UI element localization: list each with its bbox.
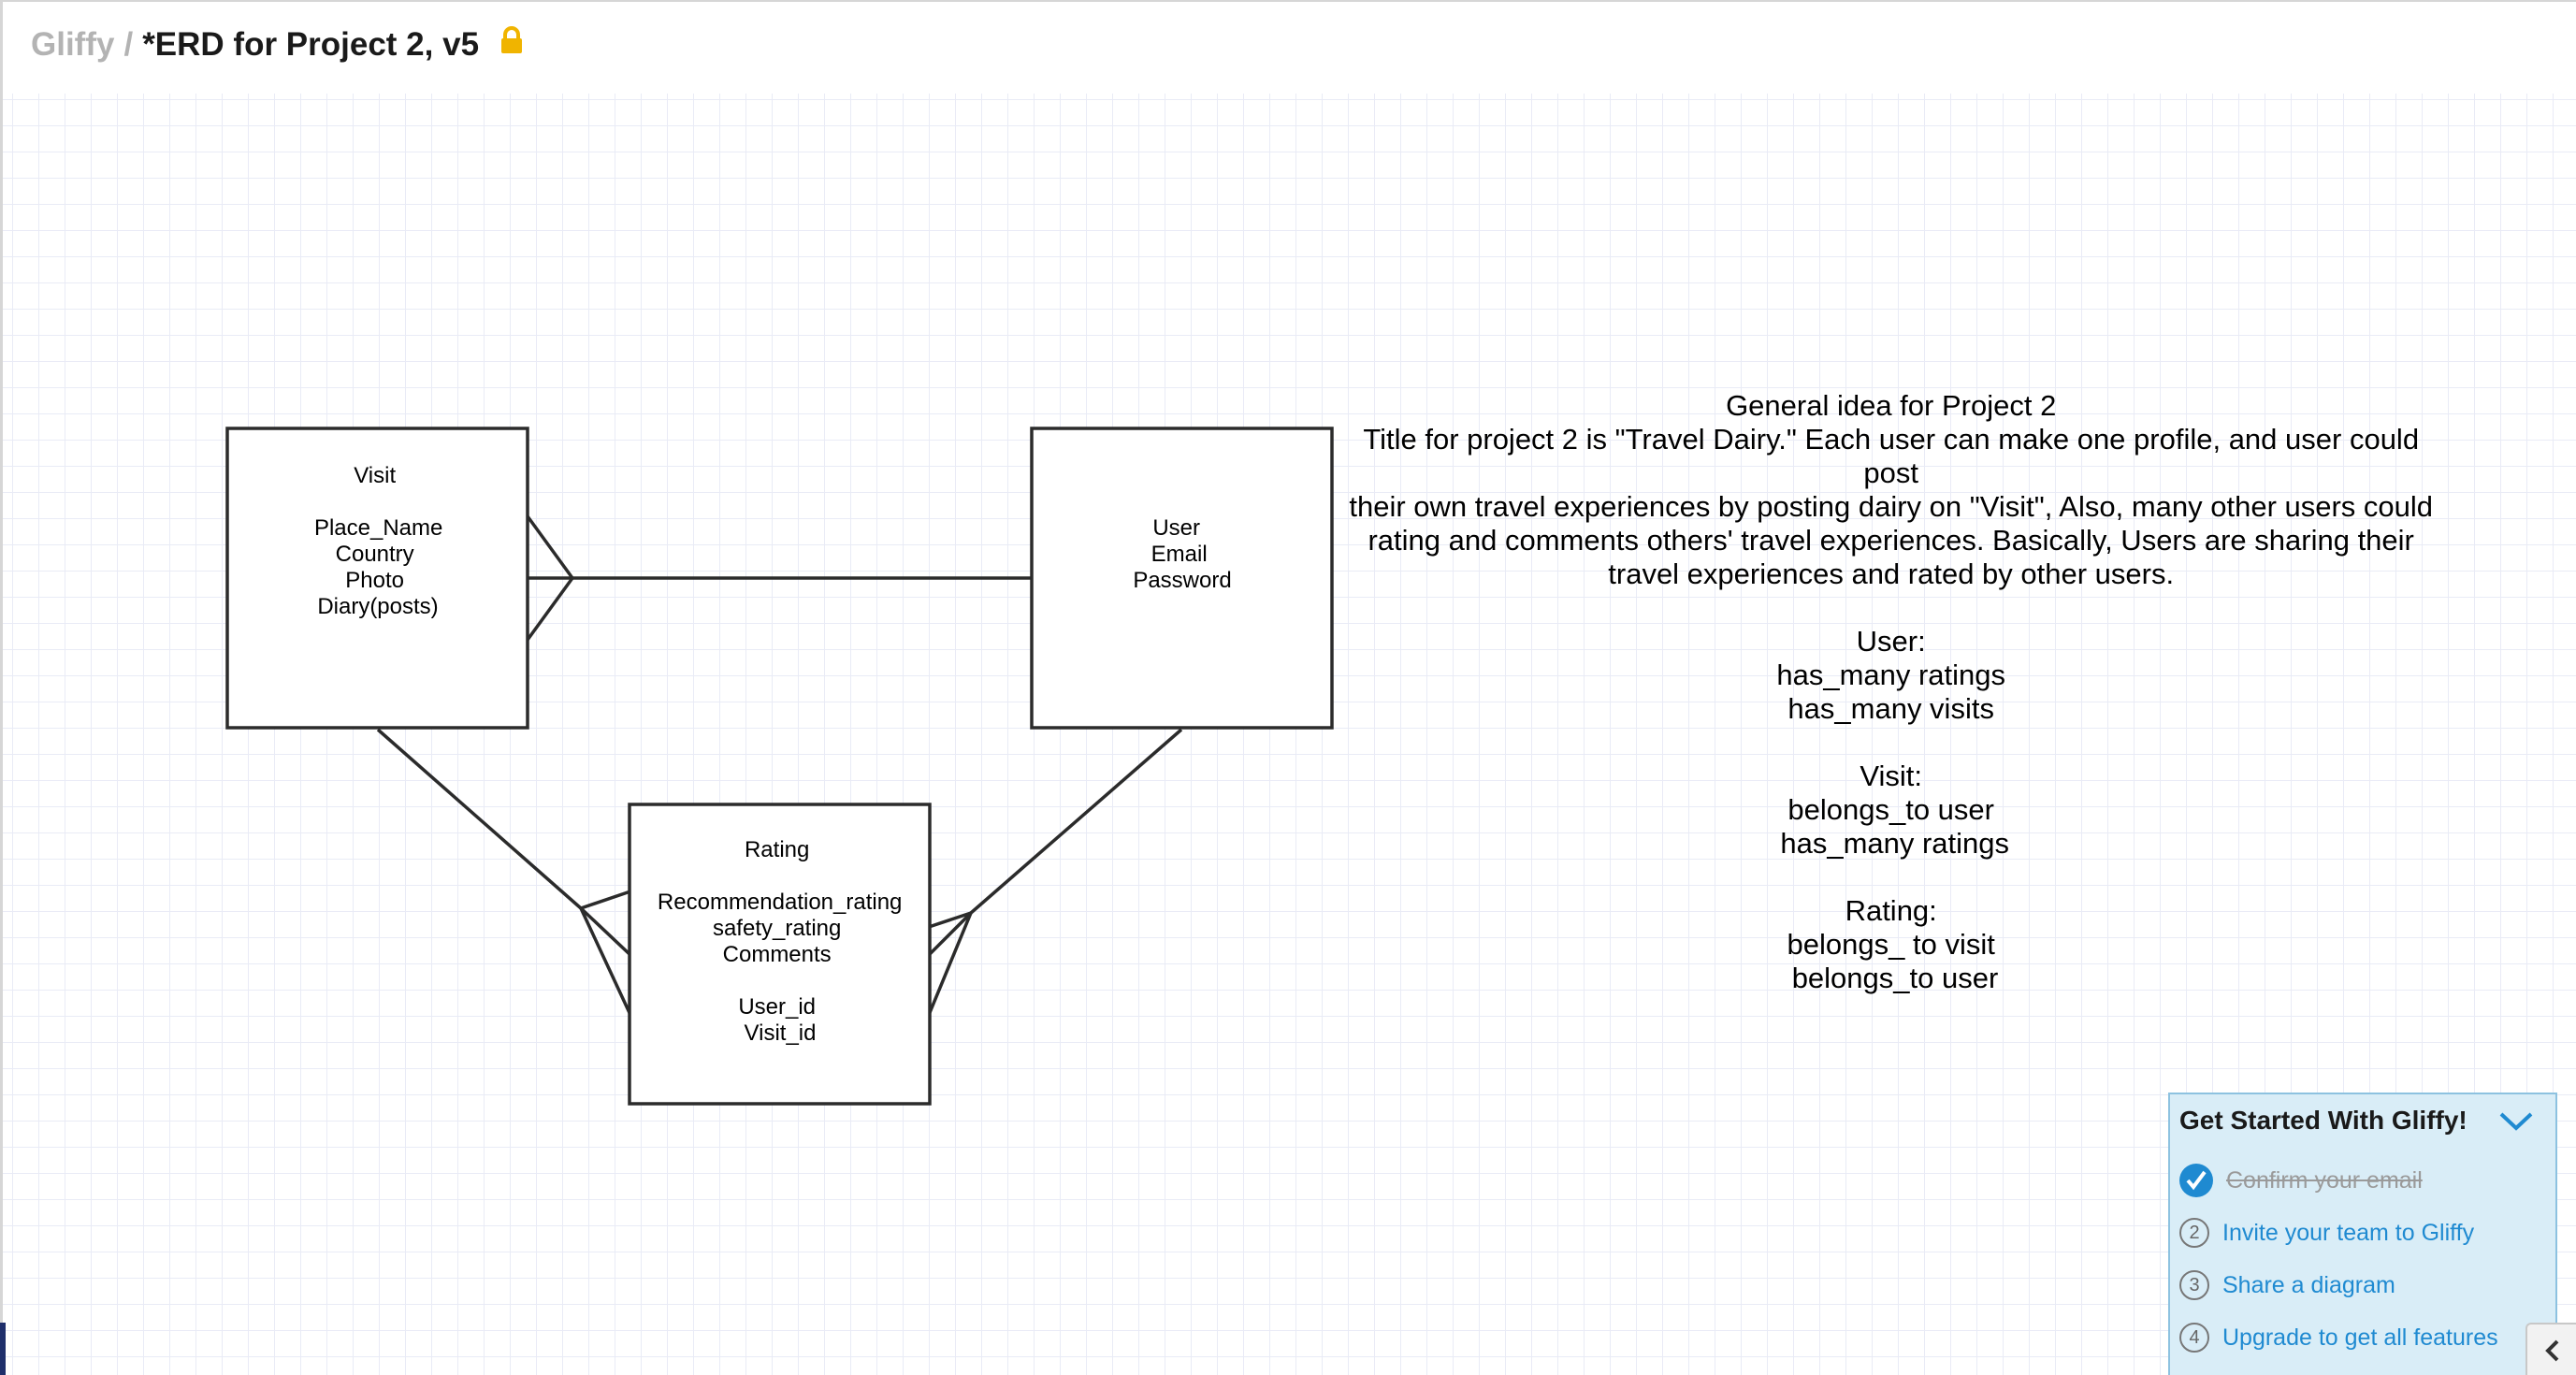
entity-rating-line: User_id (738, 994, 816, 1020)
connector-visit-rating[interactable] (376, 728, 583, 910)
get-started-item-label: Confirm your email (2226, 1166, 2423, 1194)
header: Gliffy/*ERD for Project 2, v5 (3, 2, 2576, 94)
entity-visit-text: Visit Place_Name Country Photo Diary(pos… (314, 463, 449, 619)
breadcrumb: Gliffy/*ERD for Project 2, v5 (31, 24, 524, 65)
note-line: Title for project 2 is "Travel Dairy." E… (1363, 423, 2419, 456)
window-edge-marker (0, 1323, 6, 1375)
entity-rating-line: Recommendation_rating (658, 890, 902, 915)
checkmark-icon (2179, 1164, 2213, 1197)
note-line: has_many ratings (1776, 659, 2005, 691)
entity-user-line: User (1152, 515, 1200, 541)
get-started-title: Get Started With Gliffy! (2179, 1106, 2467, 1135)
entity-rating-line: safety_rating (713, 916, 841, 941)
connectors (376, 514, 1183, 1016)
entity-visit-line: Diary(posts) (317, 594, 438, 619)
crowfoot-rating-left (579, 890, 632, 1016)
breadcrumb-separator: / (123, 26, 134, 63)
step-number-badge: 2 (2179, 1218, 2209, 1248)
get-started-item-share-diagram[interactable]: 3 Share a diagram (2179, 1266, 2395, 1304)
entity-user-text: User Email Password (1133, 515, 1231, 593)
entity-visit-line: Place_Name (314, 515, 442, 541)
step-number-badge: 3 (2179, 1270, 2209, 1300)
entity-rating-text: Rating Recommendation_rating safety_rati… (658, 837, 908, 1046)
breadcrumb-app-name[interactable]: Gliffy (31, 26, 115, 63)
entity-rating-box[interactable] (628, 803, 932, 1106)
get-started-item-upgrade[interactable]: 4 Upgrade to get all features (2179, 1319, 2498, 1356)
collapse-panel-button[interactable] (2525, 1323, 2576, 1375)
entity-visit-line: Photo (345, 568, 404, 593)
entity-visit-line: Country (336, 542, 414, 567)
note-line: has_many ratings (1780, 827, 2009, 860)
get-started-item-confirm-email[interactable]: Confirm your email (2179, 1162, 2423, 1199)
note-line: post (1863, 456, 1918, 489)
get-started-item-label[interactable]: Invite your team to Gliffy (2222, 1219, 2475, 1246)
get-started-panel: Get Started With Gliffy! Confirm your em… (2168, 1093, 2557, 1375)
connector-user-rating[interactable] (969, 728, 1183, 915)
entity-rating-line: Rating (745, 837, 809, 862)
note-line: has_many visits (1787, 692, 1994, 725)
note-line: belongs_ to visit (1787, 928, 1996, 961)
entity-user-box[interactable] (1030, 427, 1334, 730)
entity-user-line: Password (1133, 568, 1231, 593)
entity-rating-line: Comments (723, 942, 832, 967)
description-note[interactable]: General idea for Project 2 Title for pro… (1349, 389, 2440, 994)
erd-diagram: Visit Place_Name Country Photo Diary(pos… (225, 389, 2440, 1106)
lock-icon (499, 23, 524, 65)
crowfoot-rating-right (927, 911, 973, 1016)
note-line: rating and comments others' travel exper… (1368, 524, 2413, 557)
note-line: travel experiences and rated by other us… (1608, 557, 2174, 590)
note-line: belongs_to user (1787, 793, 1994, 826)
get-started-item-label[interactable]: Share a diagram (2222, 1271, 2395, 1298)
crowfoot-visit-side (526, 514, 574, 642)
step-number-badge: 4 (2179, 1323, 2209, 1353)
entity-visit[interactable]: Visit Place_Name Country Photo Diary(pos… (225, 427, 529, 730)
note-line: User: (1857, 625, 1926, 658)
note-line: General idea for Project 2 (1726, 389, 2056, 422)
chevron-down-icon[interactable] (2497, 1109, 2535, 1138)
entity-user[interactable]: User Email Password (1030, 427, 1334, 730)
entity-user-line: Email (1151, 542, 1208, 567)
diagram-canvas[interactable]: Visit Place_Name Country Photo Diary(pos… (3, 94, 2576, 1375)
chevron-left-icon (2527, 1339, 2576, 1375)
note-line: Rating: (1845, 894, 1937, 927)
entity-rating[interactable]: Rating Recommendation_rating safety_rati… (628, 803, 932, 1106)
note-line: Visit: (1860, 760, 1922, 792)
entity-visit-line: Visit (354, 463, 396, 488)
get-started-item-invite-team[interactable]: 2 Invite your team to Gliffy (2179, 1214, 2474, 1252)
entity-visit-box[interactable] (225, 427, 529, 730)
entity-rating-line: Visit_id (745, 1020, 817, 1046)
note-line: belongs_to user (1792, 962, 1999, 994)
note-line: their own travel experiences by posting … (1349, 490, 2433, 523)
get-started-item-label[interactable]: Upgrade to get all features (2222, 1324, 2498, 1351)
document-title[interactable]: *ERD for Project 2, v5 (142, 26, 480, 63)
